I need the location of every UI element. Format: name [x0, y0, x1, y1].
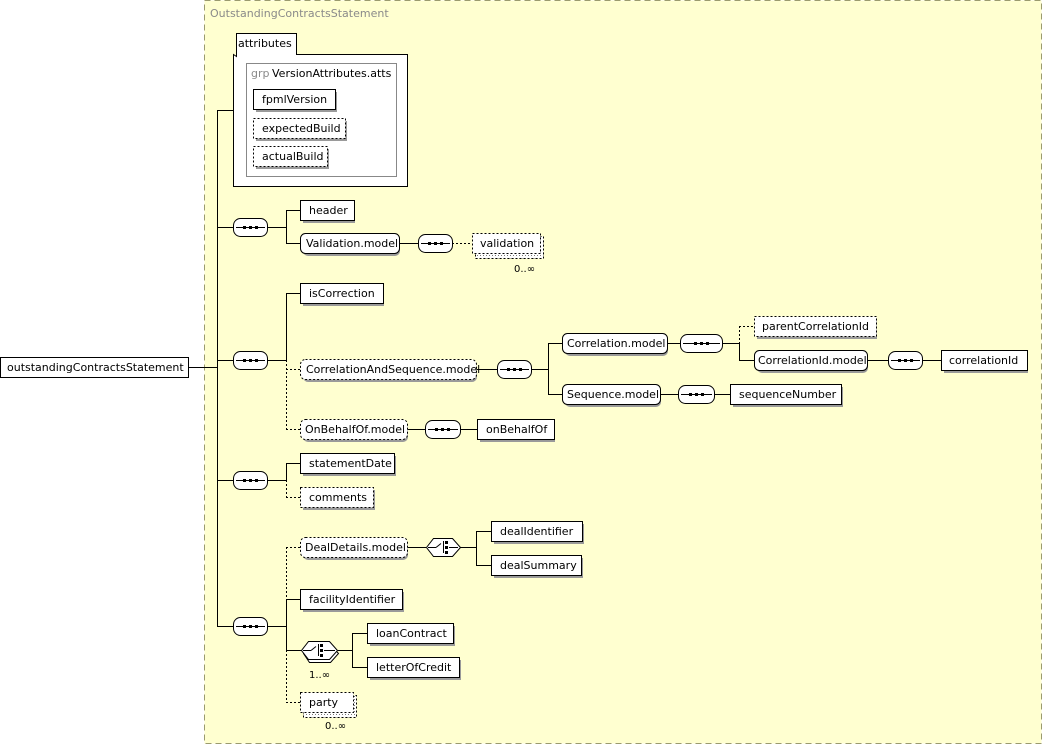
group-correlation-id-model[interactable]: CorrelationId.model	[754, 350, 869, 374]
sequence-compositor-on-behalf-of[interactable]	[425, 420, 461, 439]
sequence-compositor-sequence[interactable]	[678, 385, 715, 404]
element-correlation-id-label: correlationId	[949, 354, 1018, 367]
element-is-correction-label: isCorrection	[309, 287, 375, 300]
element-header-label: header	[309, 204, 348, 217]
root-element[interactable]: outstandingContractsStatement	[0, 357, 189, 378]
element-parent-correlation-id[interactable]: parentCorrelationId	[754, 316, 878, 340]
group-correlation-and-sequence-model-label: CorrelationAndSequence.model	[306, 363, 480, 376]
attr-fpml-version[interactable]	[253, 89, 336, 110]
group-validation-model-label: Validation.model	[306, 237, 398, 250]
element-statement-date[interactable]: statementDate	[300, 453, 397, 477]
sequence-compositor-3[interactable]	[233, 471, 268, 490]
element-deal-summary-label: dealSummary	[500, 559, 577, 572]
sequence-compositor-2[interactable]	[233, 351, 268, 370]
element-deal-identifier-label: dealIdentifier	[500, 525, 574, 538]
cardinality-validation: 0..∞	[514, 264, 535, 275]
element-statement-date-label: statementDate	[309, 457, 392, 470]
sequence-compositor-correlation[interactable]	[680, 334, 723, 353]
choice-compositor-deal-details[interactable]	[425, 538, 462, 557]
group-name: VersionAttributes.atts	[272, 67, 392, 80]
attr-actual-build[interactable]	[253, 146, 328, 167]
choice-compositor-contracts[interactable]: 1..∞	[300, 641, 340, 682]
element-on-behalf-of-label: onBehalfOf	[486, 423, 548, 436]
element-is-correction[interactable]: isCorrection	[300, 283, 385, 307]
group-correlation-model[interactable]: Correlation.model	[562, 333, 669, 357]
group-correlation-model-label: Correlation.model	[567, 337, 665, 350]
cardinality-party: 0..∞	[325, 721, 346, 732]
group-deal-details-model[interactable]: DealDetails.model	[300, 537, 409, 561]
element-on-behalf-of[interactable]: onBehalfOf	[477, 419, 556, 443]
attr-expected-build-label: expectedBuild	[262, 122, 341, 135]
element-facility-identifier[interactable]: facilityIdentifier	[300, 589, 405, 613]
element-sequence-number-label: sequenceNumber	[739, 388, 837, 401]
attr-expected-build[interactable]	[253, 118, 346, 139]
attributes-box: attributes grp VersionAttributes.atts fp…	[233, 33, 408, 187]
group-sequence-model[interactable]: Sequence.model	[562, 384, 662, 408]
element-parent-correlation-id-label: parentCorrelationId	[762, 320, 869, 333]
attributes-title: attributes	[238, 37, 292, 50]
sequence-compositor-correlation-and-sequence[interactable]	[497, 360, 532, 379]
group-on-behalf-of-model-label: OnBehalfOf.model	[305, 423, 405, 436]
sequence-compositor-correlation-id[interactable]	[888, 351, 923, 370]
element-header[interactable]: header	[300, 200, 356, 224]
element-comments[interactable]: comments	[300, 487, 376, 511]
sequence-compositor-4[interactable]	[233, 617, 268, 636]
sequence-compositor-validation[interactable]	[418, 234, 453, 253]
group-sequence-model-label: Sequence.model	[567, 388, 659, 401]
cardinality-contract-choice: 1..∞	[309, 670, 330, 681]
element-validation-label: validation	[480, 237, 534, 250]
attr-fpml-version-label: fpmlVersion	[262, 93, 327, 106]
group-validation-model[interactable]: Validation.model	[300, 233, 401, 257]
group-correlation-and-sequence-model[interactable]: CorrelationAndSequence.model	[300, 359, 481, 383]
element-loan-contract-label: loanContract	[376, 627, 448, 640]
element-loan-contract[interactable]: loanContract	[367, 623, 456, 647]
element-letter-of-credit-label: letterOfCredit	[376, 661, 452, 674]
element-party[interactable]: party 0..∞	[300, 692, 357, 733]
group-correlation-id-model-label: CorrelationId.model	[758, 354, 867, 367]
element-comments-label: comments	[309, 491, 367, 504]
attr-actual-build-label: actualBuild	[262, 150, 323, 163]
element-party-label: party	[309, 696, 339, 709]
connectors	[189, 110, 941, 703]
element-letter-of-credit[interactable]: letterOfCredit	[367, 657, 462, 681]
element-facility-identifier-label: facilityIdentifier	[309, 593, 396, 606]
element-deal-summary[interactable]: dealSummary	[491, 555, 584, 579]
element-sequence-number[interactable]: sequenceNumber	[730, 384, 844, 408]
group-deal-details-model-label: DealDetails.model	[305, 541, 406, 554]
element-deal-identifier[interactable]: dealIdentifier	[491, 521, 585, 545]
group-prefix: grp	[251, 67, 270, 80]
element-correlation-id[interactable]: correlationId	[941, 350, 1029, 374]
element-validation[interactable]: validation 0..∞	[472, 233, 544, 276]
sequence-compositor-1[interactable]	[233, 218, 268, 237]
group-on-behalf-of-model[interactable]: OnBehalfOf.model	[300, 419, 409, 443]
root-element-label: outstandingContractsStatement	[7, 361, 184, 374]
complex-type-name: OutstandingContractsStatement	[210, 7, 389, 20]
